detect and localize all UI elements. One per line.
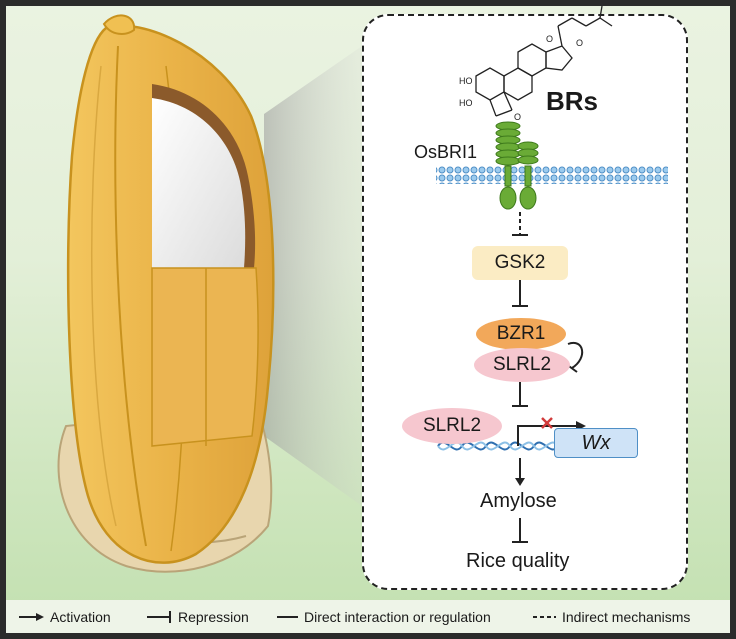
wx-label: Wx bbox=[581, 431, 611, 454]
plasma-membrane bbox=[436, 166, 668, 184]
solid-line-icon bbox=[277, 616, 298, 618]
legend-indirect: Indirect mechanisms bbox=[532, 607, 728, 627]
molecule-label-ho-1: HO bbox=[459, 76, 473, 86]
molecule-label-o-1: O bbox=[514, 112, 521, 122]
repression-cross bbox=[541, 417, 553, 429]
grain-endosperm bbox=[152, 98, 246, 268]
pathway-panel bbox=[362, 14, 688, 590]
transcription-start-arrow bbox=[517, 425, 576, 446]
legend: Activation Repression Direct interaction… bbox=[6, 600, 730, 633]
slrl2-feedback-loop bbox=[567, 341, 583, 369]
legend-direct: Direct interaction or regulation bbox=[276, 607, 526, 627]
slrl2-label: SLRL2 bbox=[492, 354, 552, 375]
wx-gene-box: Wx bbox=[554, 428, 638, 458]
bzr1-oval: BZR1 bbox=[476, 318, 566, 350]
zoom-cone bbox=[264, 46, 362, 506]
gsk2-label: GSK2 bbox=[494, 252, 546, 273]
label-osbri1: OsBRI1 bbox=[414, 142, 478, 162]
brassinosteroid-structure bbox=[475, 6, 613, 117]
gsk2-box: GSK2 bbox=[472, 246, 568, 280]
arrow-icon bbox=[19, 613, 44, 621]
label-amylose: Amylose bbox=[480, 490, 557, 512]
graphical-abstract: HO HO O O O bbox=[6, 6, 730, 633]
legend-activation: Activation bbox=[18, 607, 148, 627]
slrl2-dna-label: SLRL2 bbox=[422, 415, 482, 436]
rice-grain-illustration bbox=[57, 14, 362, 573]
pathway-diagram: HO HO O O O bbox=[436, 6, 668, 543]
legend-repression: Repression bbox=[146, 607, 286, 627]
bar-arrow-icon bbox=[147, 611, 171, 623]
bzr1-label: BZR1 bbox=[496, 323, 546, 344]
slrl2-dna-oval: SLRL2 bbox=[402, 408, 502, 444]
molecule-label-ho-2: HO bbox=[459, 98, 473, 108]
molecule-label-o-2: O bbox=[546, 34, 553, 44]
molecule-label-o-3: O bbox=[576, 38, 583, 48]
dashed-line-icon bbox=[533, 616, 556, 618]
osbri1-receptor bbox=[495, 121, 539, 210]
slrl2-oval: SLRL2 bbox=[474, 348, 570, 382]
label-brs: BRs bbox=[546, 86, 599, 116]
label-rice-quality: Rice quality bbox=[466, 550, 570, 572]
